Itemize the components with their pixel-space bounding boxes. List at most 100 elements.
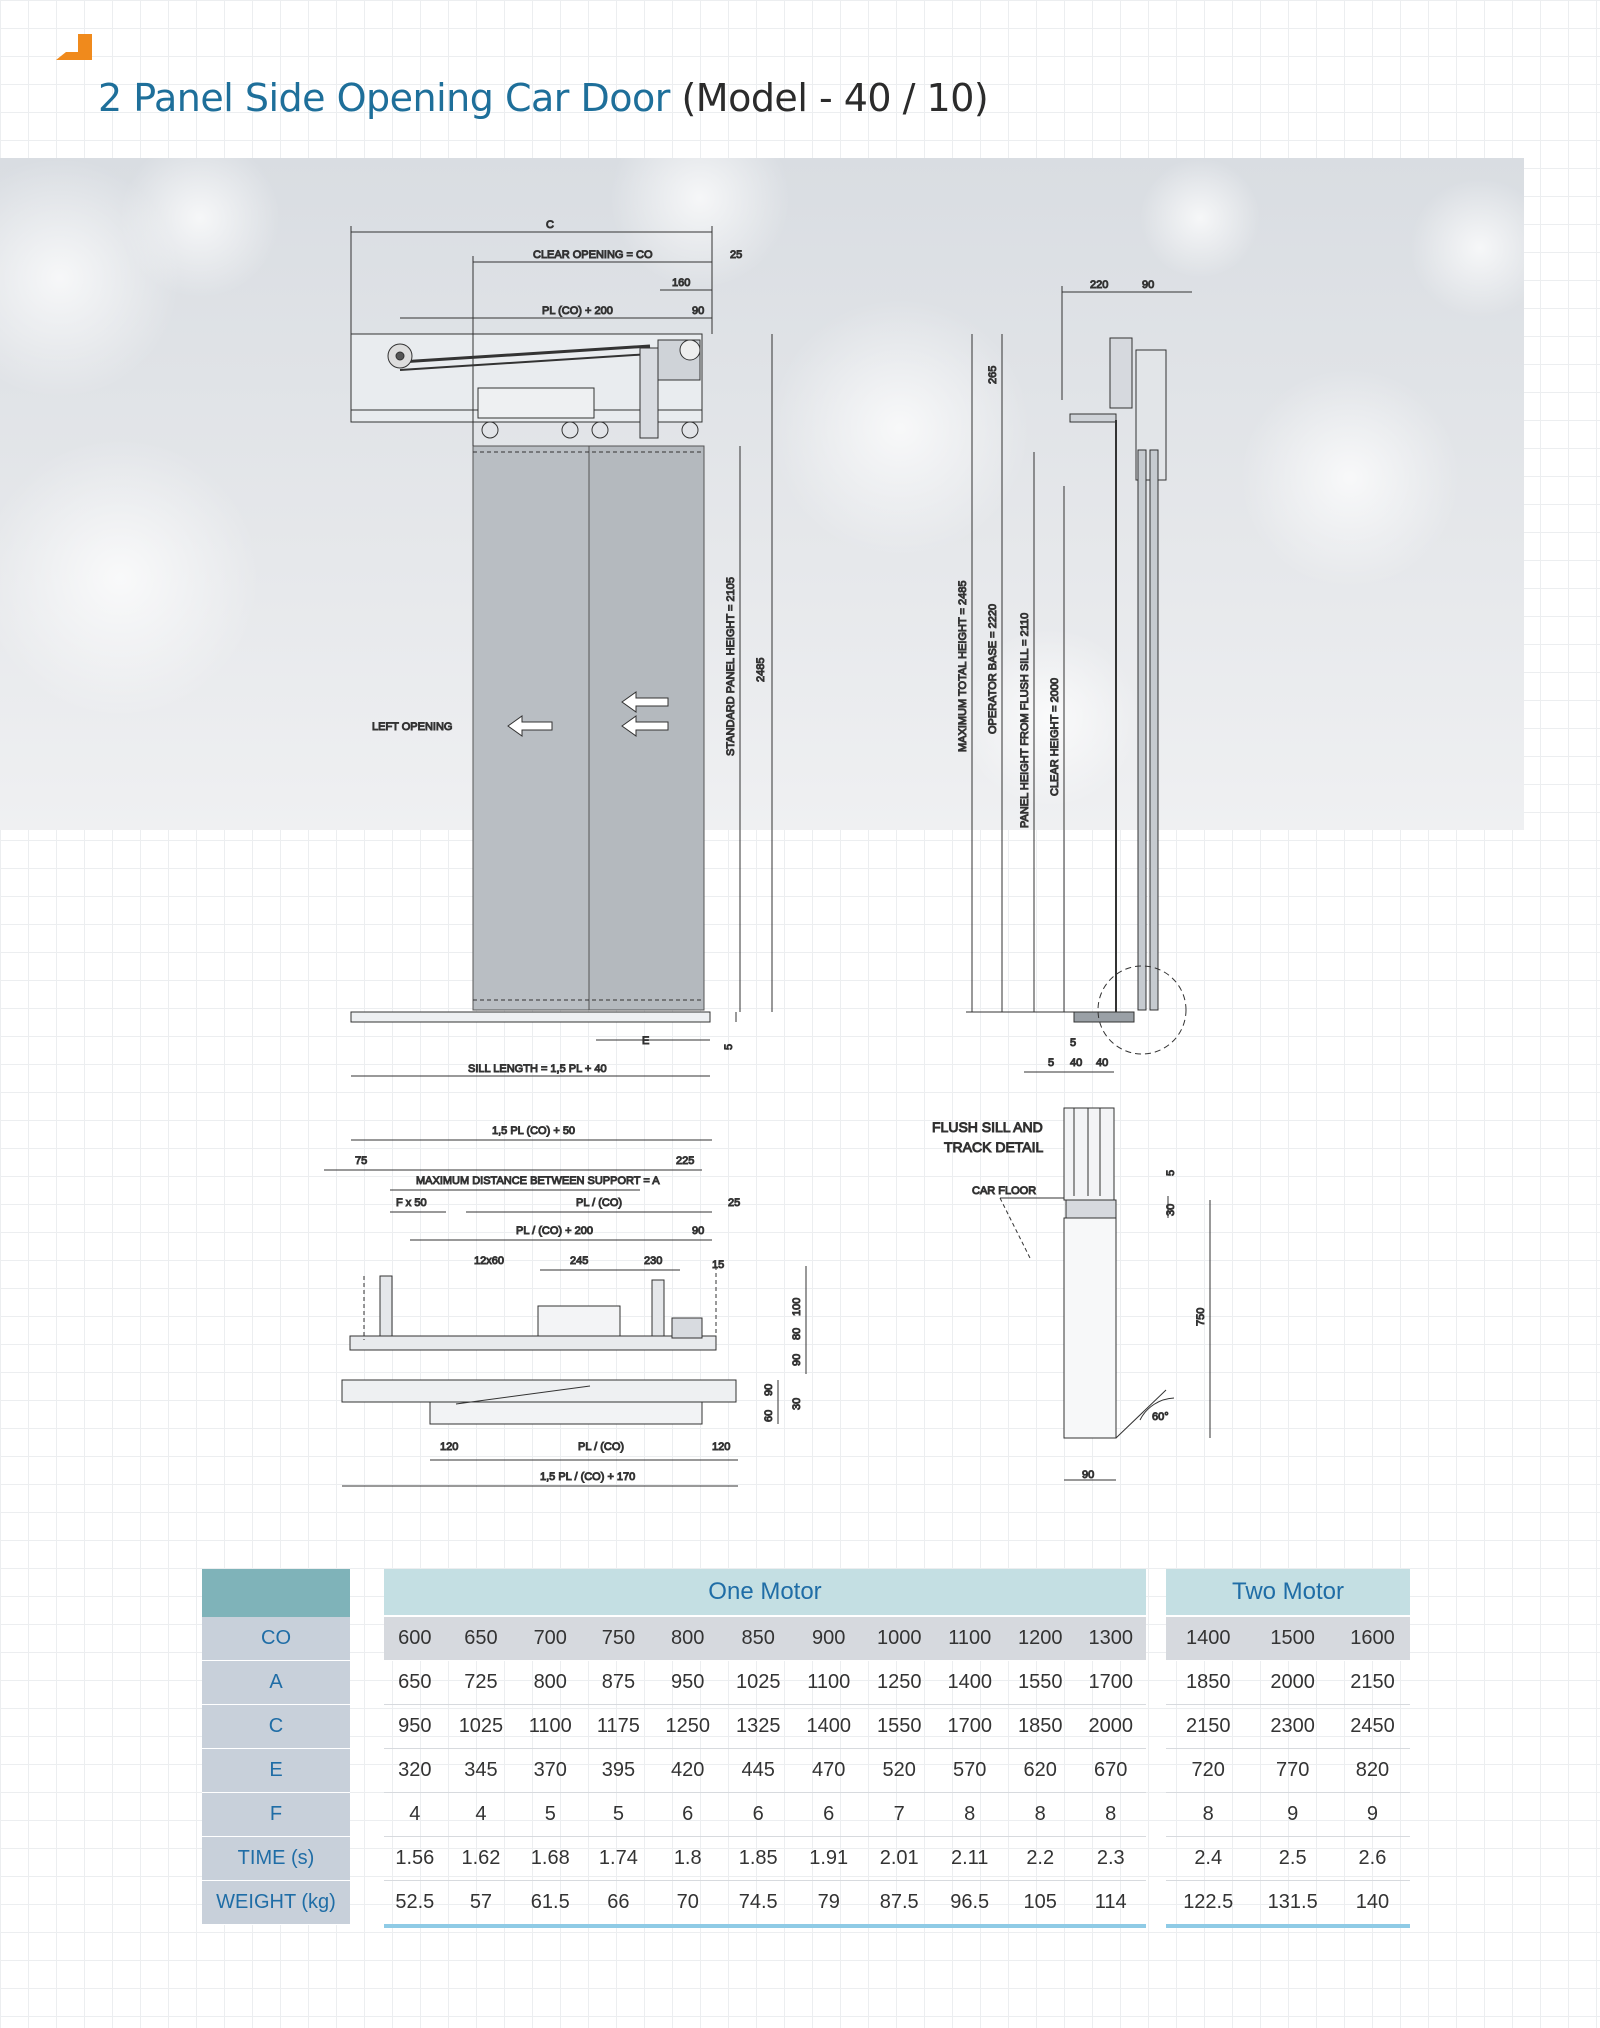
support-bracket-right (651, 1279, 665, 1337)
table-cell: 650 (384, 1660, 446, 1705)
label-dim-90-bottom: 90 (1082, 1469, 1094, 1481)
door-panels-section (1063, 1107, 1115, 1201)
table-cell: 900 (793, 1616, 864, 1661)
table-cell: 9 (1334, 1792, 1410, 1837)
label-clear-opening: CLEAR OPENING = CO (533, 249, 653, 261)
label-dim-75: 75 (355, 1155, 367, 1167)
label-dim-2485: 2485 (755, 658, 767, 682)
table-cell: 87.5 (863, 1880, 935, 1928)
row-label-c: C (202, 1704, 350, 1749)
sill-detail (999, 1071, 1211, 1481)
label-clear-height: CLEAR HEIGHT = 2000 (1049, 678, 1061, 796)
table-cell: 57 (445, 1880, 517, 1928)
table-cell: 6 (722, 1792, 794, 1837)
label-car-floor: CAR FLOOR (972, 1185, 1036, 1197)
table-cell: 5 (584, 1792, 653, 1837)
door-panel-left (472, 445, 590, 1011)
table-cell: 96.5 (934, 1880, 1005, 1928)
label-dim-25: 25 (728, 1197, 740, 1209)
table-cell: 1250 (863, 1660, 935, 1705)
drive-block (671, 1317, 703, 1339)
two-motor-title: Two Motor (1166, 1569, 1410, 1617)
table-cell: 2.01 (863, 1836, 935, 1881)
row-label-time: TIME (s) (202, 1836, 350, 1881)
one-motor-title: One Motor (384, 1569, 1146, 1617)
table-cell: 114 (1075, 1880, 1146, 1928)
track-rail-upper (349, 1335, 717, 1351)
label-pl-co-bottom: PL / (CO) (578, 1441, 624, 1453)
row-label-e: E (202, 1748, 350, 1793)
table-cell: 950 (652, 1660, 723, 1705)
label-dim-30: 30 (791, 1398, 803, 1410)
table-cell: 2450 (1334, 1704, 1410, 1749)
side-view (966, 286, 1192, 1055)
table-cell: 420 (652, 1748, 723, 1793)
table-cell: 650 (445, 1616, 517, 1661)
table-cell: 1700 (1075, 1660, 1146, 1705)
title-main: 2 Panel Side Opening Car Door (98, 76, 670, 120)
row-label-f: F (202, 1792, 350, 1837)
table-cell: 5 (516, 1792, 585, 1837)
table-cell: 850 (722, 1616, 794, 1661)
table-cell: 1200 (1004, 1616, 1076, 1661)
table-cell: 1000 (863, 1616, 935, 1661)
drive-belt-lower (399, 353, 651, 371)
hanger-block (477, 387, 595, 419)
label-pl-co-200: PL (CO) + 200 (542, 305, 613, 317)
table-cell: 1.68 (516, 1836, 585, 1881)
label-dim-90: 90 (692, 1225, 704, 1237)
table-cell: 950 (384, 1704, 446, 1749)
operator-bracket (1109, 337, 1133, 409)
label-dim-5: 5 (723, 1044, 735, 1050)
page-title: 2 Panel Side Opening Car Door (Model - 4… (98, 76, 989, 120)
table-cell: 875 (584, 1660, 653, 1705)
table-cell: 570 (934, 1748, 1005, 1793)
label-dim-230: 230 (644, 1255, 662, 1267)
table-cell: 79 (793, 1880, 864, 1928)
table-cell: 8 (1075, 1792, 1146, 1837)
top-view (324, 1139, 807, 1487)
label-left-opening: LEFT OPENING (372, 721, 452, 733)
table-cell: 470 (793, 1748, 864, 1793)
roller-3 (591, 421, 609, 439)
table-cell: 2.5 (1250, 1836, 1335, 1881)
table-cell: 9 (1250, 1792, 1335, 1837)
table-cell: 8 (934, 1792, 1005, 1837)
table-cell: 1.85 (722, 1836, 794, 1881)
title-model: (Model - 40 / 10) (681, 76, 989, 120)
table-cell: 820 (1334, 1748, 1410, 1793)
table-cell: 8 (1166, 1792, 1251, 1837)
label-dim-5-top: 5 (1070, 1037, 1076, 1049)
label-dim-220: 220 (1090, 279, 1108, 291)
table-cell: 1250 (652, 1704, 723, 1749)
table-cell: 1850 (1004, 1704, 1076, 1749)
table-cell: 7 (863, 1792, 935, 1837)
table-cell: 122.5 (1166, 1880, 1251, 1928)
label-f-x-50: F x 50 (396, 1197, 427, 1209)
table-cell: 6 (652, 1792, 723, 1837)
label-dim-40a: 40 (1070, 1057, 1082, 1069)
table-cell: 320 (384, 1748, 446, 1793)
table-cell: 725 (445, 1660, 517, 1705)
label-max-total-height: MAXIMUM TOTAL HEIGHT = 2485 (957, 581, 969, 752)
table-cell: 1500 (1250, 1616, 1335, 1661)
label-standard-panel-height: STANDARD PANEL HEIGHT = 2105 (725, 577, 737, 756)
label-dim-60: 60 (763, 1410, 775, 1422)
door-sill (350, 1011, 711, 1023)
table-cell: 1850 (1166, 1660, 1251, 1705)
angle-arc (1139, 1397, 1175, 1421)
table-cell: 1175 (584, 1704, 653, 1749)
table-cell: 1300 (1075, 1616, 1146, 1661)
label-pl-co-200: PL / (CO) + 200 (516, 1225, 593, 1237)
table-cell: 1.56 (384, 1836, 446, 1881)
label-panel-height-sill: PANEL HEIGHT FROM FLUSH SILL = 2110 (1019, 613, 1031, 828)
row-label-a: A (202, 1660, 350, 1705)
table-cell: 1700 (934, 1704, 1005, 1749)
